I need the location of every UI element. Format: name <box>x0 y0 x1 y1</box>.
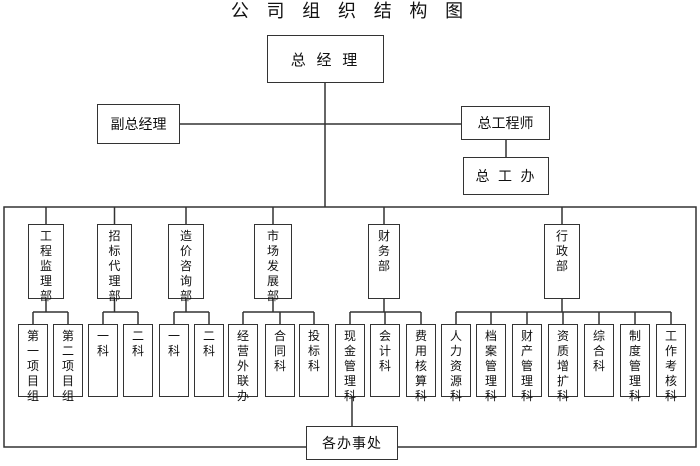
chief-office-box: 总 工 办 <box>463 157 549 195</box>
sub-unit-box: 二科 <box>194 324 224 397</box>
deputy-manager-box: 副总经理 <box>97 104 180 144</box>
dept-box: 市场发展部 <box>254 224 292 303</box>
sub-unit-box-text: 财产管理科 <box>520 329 533 403</box>
offices-box: 各办事处 <box>306 426 398 460</box>
sub-unit-box: 工作考核科 <box>656 324 686 403</box>
sub-unit-box: 投标科 <box>299 324 329 397</box>
dept-box-text: 行政部 <box>555 229 568 273</box>
sub-unit-box-text: 工作考核科 <box>664 329 677 403</box>
dept-box-text: 财务部 <box>377 229 390 273</box>
sub-unit-box: 一科 <box>88 324 118 397</box>
sub-unit-box: 资质增扩科 <box>548 324 578 403</box>
dept-box-text: 造价咨询部 <box>179 229 192 303</box>
dept-box-text: 工程监理部 <box>39 229 52 303</box>
sub-unit-box: 现金管理科 <box>335 324 365 403</box>
dept-box: 招标代理部 <box>97 224 132 303</box>
sub-unit-box-text: 一科 <box>167 329 180 358</box>
sub-unit-box-text: 现金管理科 <box>343 329 356 403</box>
sub-unit-box-text: 一科 <box>96 329 109 358</box>
sub-unit-box-text: 资质增扩科 <box>556 329 569 403</box>
sub-unit-box: 第二项目组 <box>53 324 83 403</box>
chief-engineer-box: 总工程师 <box>461 106 550 140</box>
sub-unit-box: 制度管理科 <box>620 324 650 403</box>
sub-unit-box: 人力资源科 <box>441 324 471 403</box>
sub-unit-box: 会计科 <box>370 324 400 397</box>
dept-box: 工程监理部 <box>28 224 64 303</box>
sub-unit-box-text: 经营外联办 <box>236 329 249 403</box>
dept-box-text: 市场发展部 <box>266 229 279 303</box>
sub-unit-box-text: 第二项目组 <box>61 329 74 403</box>
sub-unit-box-text: 综合科 <box>592 329 605 373</box>
dept-box: 财务部 <box>368 224 400 299</box>
sub-unit-box: 二科 <box>123 324 153 397</box>
sub-unit-box: 财产管理科 <box>512 324 542 403</box>
general-manager-box: 总 经 理 <box>267 35 384 83</box>
sub-unit-box: 综合科 <box>584 324 614 397</box>
sub-unit-box: 一科 <box>159 324 189 397</box>
sub-unit-box: 费用核算科 <box>406 324 436 403</box>
sub-unit-box-text: 费用核算科 <box>414 329 427 403</box>
sub-unit-box-text: 档案管理科 <box>484 329 497 403</box>
sub-unit-box-text: 二科 <box>202 329 215 358</box>
sub-unit-box-text: 制度管理科 <box>628 329 641 403</box>
sub-unit-box: 第一项目组 <box>18 324 48 403</box>
connector-lines <box>32 207 672 426</box>
sub-unit-box: 经营外联办 <box>228 324 258 403</box>
sub-unit-box-text: 会计科 <box>378 329 391 373</box>
sub-unit-box-text: 人力资源科 <box>449 329 462 403</box>
dept-box: 行政部 <box>544 224 580 299</box>
sub-unit-box-text: 第一项目组 <box>26 329 39 403</box>
dept-box: 造价咨询部 <box>168 224 204 303</box>
chart-title: 公 司 组 织 结 构 图 <box>230 1 470 22</box>
sub-unit-box-text: 二科 <box>131 329 144 358</box>
sub-unit-box-text: 投标科 <box>307 329 320 373</box>
sub-unit-box: 合同科 <box>265 324 295 397</box>
sub-unit-box-text: 合同科 <box>273 329 286 373</box>
dept-box-text: 招标代理部 <box>108 229 121 303</box>
sub-unit-box: 档案管理科 <box>476 324 506 403</box>
